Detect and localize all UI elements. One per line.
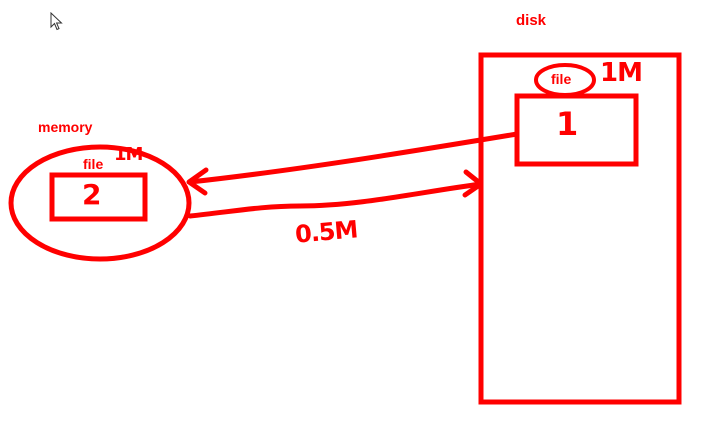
mouse-pointer-icon [50, 12, 63, 31]
transfer-size-label: 0.5M [293, 215, 359, 249]
write-arrow-head [462, 169, 484, 198]
disk-block [514, 93, 639, 167]
load-arrow-head [186, 167, 209, 196]
disk-file-label: file [551, 71, 572, 87]
memory-file-label: file [83, 156, 104, 172]
disk-block-value: 1 [556, 105, 579, 143]
memory-file-size: 1M [114, 144, 143, 165]
memory-block-value: 2 [82, 178, 102, 211]
write-arrow-line [187, 181, 484, 219]
disk-file-circle [534, 63, 596, 97]
load-arrow-line [187, 131, 520, 185]
disk-file-size: 1M [600, 58, 643, 88]
disk-box [478, 52, 682, 405]
memory-block [49, 172, 148, 222]
disk-title: disk [516, 12, 547, 29]
memory-ellipse [8, 144, 192, 262]
memory-title: memory [38, 119, 93, 135]
